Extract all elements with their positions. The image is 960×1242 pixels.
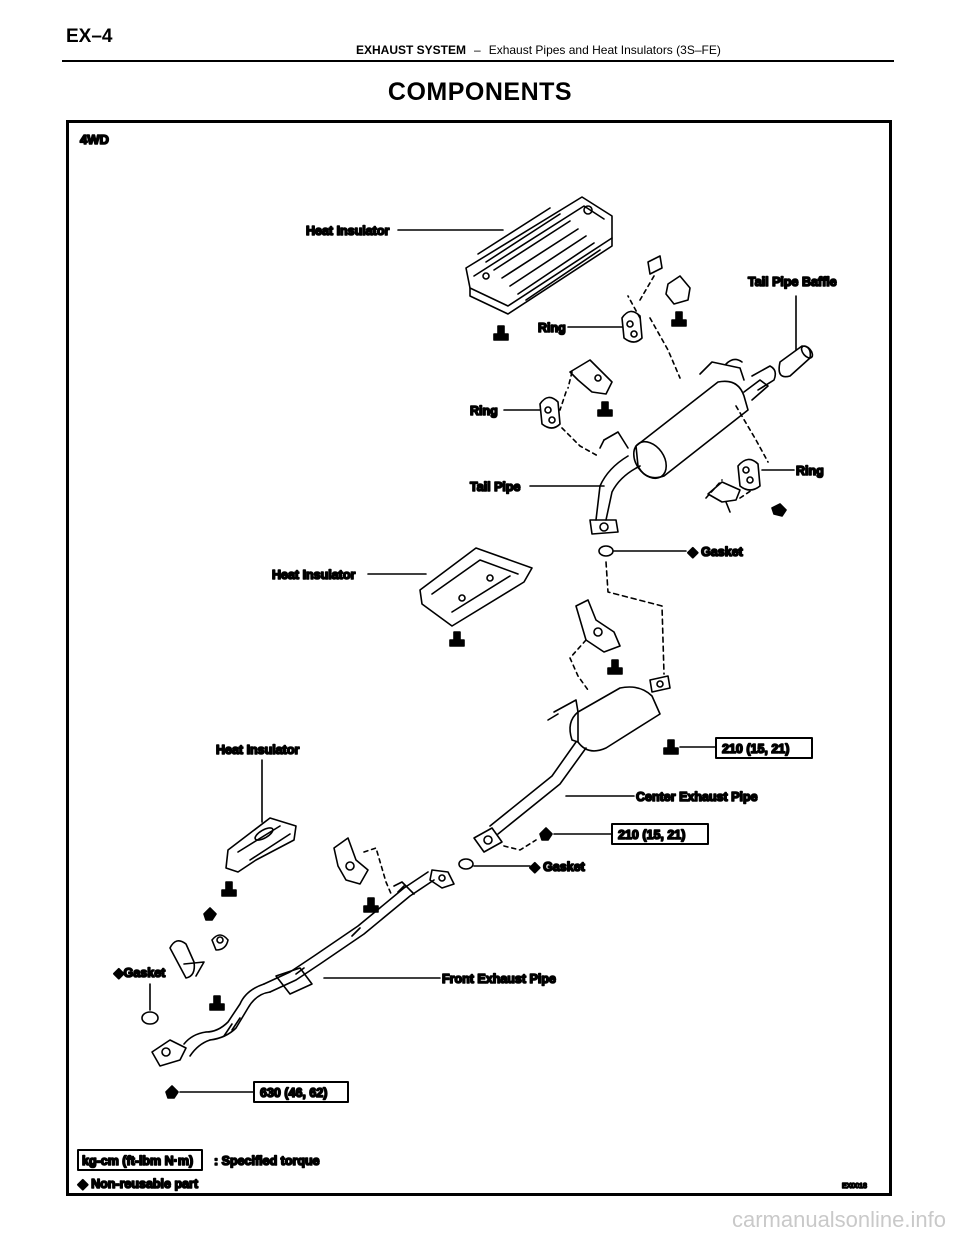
- label-ring-2: Ring: [470, 404, 498, 418]
- variant-label: 4WD: [80, 132, 109, 147]
- label-heat-insulator-top: Heat Insulator: [306, 224, 389, 238]
- label-front-exhaust-pipe: Front Exhaust Pipe: [442, 972, 556, 986]
- assembly-dash-line: [627, 275, 681, 379]
- figure-code: EX0018: [842, 1183, 867, 1190]
- heat-insulator-rear-part: [465, 196, 613, 315]
- nonreusable-marker: ◆: [77, 1177, 89, 1191]
- center-muffler-part: [547, 675, 671, 752]
- gasket-part: [598, 545, 614, 557]
- gasket-rear-text: Gasket: [701, 545, 744, 559]
- assembly-dash-line: [559, 371, 599, 457]
- section-subtitle: Exhaust Pipes and Heat Insulators (3S–FE…: [488, 43, 721, 57]
- bolt-icon: [597, 401, 613, 417]
- page-header: EXHAUST SYSTEM–Exhaust Pipes and Heat In…: [356, 43, 721, 57]
- bolt-icon: [771, 503, 787, 517]
- legend-unit-text: kg-cm (ft-lbm N·m): [82, 1154, 193, 1168]
- heat-insulator-mid-part: [419, 547, 533, 627]
- label-tail-pipe: Tail Pipe: [470, 480, 521, 494]
- tail-pipe-baffle-part: [778, 345, 814, 378]
- bolt-icon: [449, 631, 465, 647]
- tail-pipe-part: [589, 431, 641, 535]
- label-heat-insulator-front: Heat Insulator: [216, 743, 299, 757]
- bracket-part: [569, 359, 613, 395]
- label-ring-3: Ring: [796, 464, 824, 478]
- legend-nonreusable-text: Non-reusable part: [91, 1177, 199, 1191]
- assembly-dash-line: [503, 839, 537, 851]
- heat-shield-plate-part: [169, 940, 205, 979]
- torque-box-front: [253, 1081, 349, 1103]
- gasket-part: [141, 1011, 159, 1025]
- assembly-dash-line: [705, 405, 769, 499]
- rubber-ring-part: [737, 458, 761, 491]
- torque-center-lower: 210 (15, 21): [618, 828, 685, 842]
- bracket-part: [333, 837, 369, 885]
- rear-muffler-part: [632, 358, 777, 480]
- section-title: EXHAUST SYSTEM: [356, 43, 467, 57]
- header-rule: [62, 60, 894, 62]
- legend-unit-box: [77, 1149, 203, 1171]
- bolt-icon: [209, 995, 225, 1011]
- rubber-ring-part: [539, 396, 561, 429]
- page-title: COMPONENTS: [387, 78, 573, 106]
- watermark: carmanualsonline.info: [731, 1207, 946, 1232]
- torque-box-center-upper: [715, 737, 813, 759]
- bolt-icon: [539, 827, 553, 841]
- torque-center-upper: 210 (15, 21): [722, 742, 789, 756]
- heat-insulator-front-part: [225, 817, 297, 873]
- bolt-icon: [221, 881, 237, 897]
- label-ring-1: Ring: [538, 321, 566, 335]
- nonreusable-marker: ◆: [529, 860, 541, 874]
- assembly-dash-line: [363, 847, 393, 897]
- bolt-icon: [203, 907, 217, 921]
- bracket-part: [707, 481, 741, 513]
- front-exhaust-pipe-part: [151, 869, 455, 1067]
- rubber-ring-part: [621, 310, 643, 343]
- assembly-dash-line: [605, 561, 665, 675]
- label-gasket-front: ◆Gasket: [113, 966, 166, 980]
- bracket-part: [575, 599, 621, 653]
- legend-unit-desc: : Specified torque: [214, 1154, 320, 1168]
- legend-nonreusable: ◆ Non-reusable part: [77, 1177, 199, 1191]
- assembly-dash-line: [569, 639, 589, 691]
- bolt-icon: [607, 659, 623, 675]
- label-center-exhaust-pipe: Center Exhaust Pipe: [636, 790, 758, 804]
- page-number: EX–4: [66, 26, 113, 47]
- label-tail-pipe-baffle: Tail Pipe Baffle: [748, 275, 837, 289]
- bolt-icon: [493, 325, 509, 341]
- nonreusable-marker: ◆: [113, 966, 125, 980]
- center-exhaust-pipe-part: [473, 741, 587, 853]
- gasket-part: [458, 858, 474, 870]
- gasket-center-text: Gasket: [543, 860, 586, 874]
- gasket-front-text: Gasket: [124, 966, 167, 980]
- bolt-icon: [663, 739, 679, 755]
- clamp-part: [211, 934, 229, 951]
- bolt-icon: [671, 311, 687, 327]
- diagram-frame: [66, 120, 892, 1196]
- torque-front: 630 (46, 62): [260, 1086, 327, 1100]
- nonreusable-marker: ◆: [687, 545, 699, 559]
- label-gasket-rear: ◆ Gasket: [687, 545, 744, 559]
- bolt-icon: [165, 1085, 179, 1099]
- label-heat-insulator-mid: Heat Insulator: [272, 568, 355, 582]
- bracket-part: [647, 255, 691, 305]
- torque-box-center-lower: [611, 823, 709, 845]
- bolt-icon: [363, 897, 379, 913]
- label-gasket-center: ◆ Gasket: [529, 860, 586, 874]
- header-separator: –: [474, 43, 481, 57]
